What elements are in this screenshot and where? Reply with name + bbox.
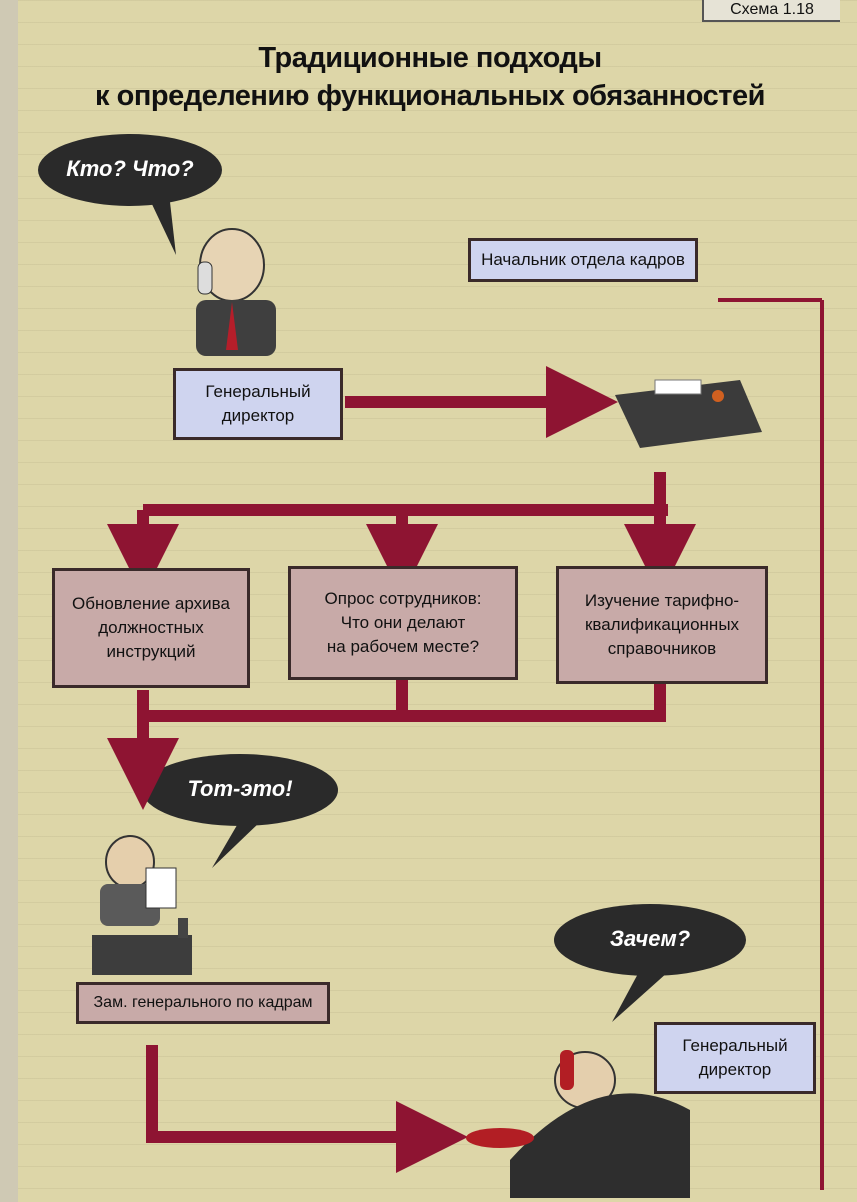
title-line-1: Традиционные подходы [258, 42, 602, 74]
box-archive-update-line-1: Обновление архива [72, 594, 230, 613]
bubble-who-what-text: Кто? Что? [66, 156, 194, 181]
box-deputy-hr: Зам. генерального по кадрам [76, 982, 330, 1024]
box-archive-update-line-3: инструкций [106, 642, 196, 661]
box-gen-director-bottom-line-1: Генеральный [682, 1036, 788, 1055]
speech-bubble-that-is-it [142, 754, 338, 868]
left-page-edge [0, 0, 18, 1202]
box-hr-head-label: Начальник отдела кадров [481, 250, 685, 269]
box-hr-head: Начальник отдела кадров [468, 238, 698, 282]
bubble-that-is-it-text: Тот-это! [187, 776, 293, 801]
phone-man-illustration [466, 1050, 690, 1198]
man-on-phone-illustration [196, 228, 276, 356]
box-survey-line-3: на рабочем месте? [326, 637, 480, 656]
flow-arrows [107, 472, 696, 1173]
box-gen-director-top-line-2: директор [221, 406, 295, 425]
speech-bubble-why [554, 904, 746, 1022]
speech-bubble-who-what [38, 134, 222, 255]
box-archive-update: Обновление архива должностных инструкций [52, 568, 250, 688]
title-block: Традиционные подходы к определению функц… [22, 20, 838, 122]
box-survey: Опрос сотрудников: Что они делают на раб… [288, 566, 518, 680]
box-tariff-study-line-3: справочников [607, 639, 717, 658]
box-survey-line-2: Что они делают [340, 613, 466, 632]
desk-illustration [615, 379, 762, 448]
box-gen-director-top: Генеральный директор [173, 368, 343, 440]
box-deputy-hr-label: Зам. генерального по кадрам [93, 994, 313, 1011]
box-tariff-study-line-1: Изучение тарифно- [584, 591, 740, 610]
box-tariff-study: Изучение тарифно- квалификационных справ… [556, 566, 768, 684]
bubble-why-text: Зачем? [609, 926, 691, 951]
title-line-2: к определению функциональных обязанносте… [95, 80, 765, 112]
box-survey-line-1: Опрос сотрудников: [324, 589, 482, 608]
box-archive-update-line-2: должностных [98, 618, 204, 637]
box-tariff-study-line-2: квалификационных [584, 615, 740, 634]
box-gen-director-bottom-line-2: директор [698, 1060, 772, 1079]
scheme-label: Схема 1.18 [702, 0, 840, 22]
box-gen-director-top-line-1: Генеральный [205, 382, 311, 401]
box-gen-director-bottom: Генеральный директор [654, 1022, 816, 1094]
stressed-man-illustration [92, 835, 192, 975]
